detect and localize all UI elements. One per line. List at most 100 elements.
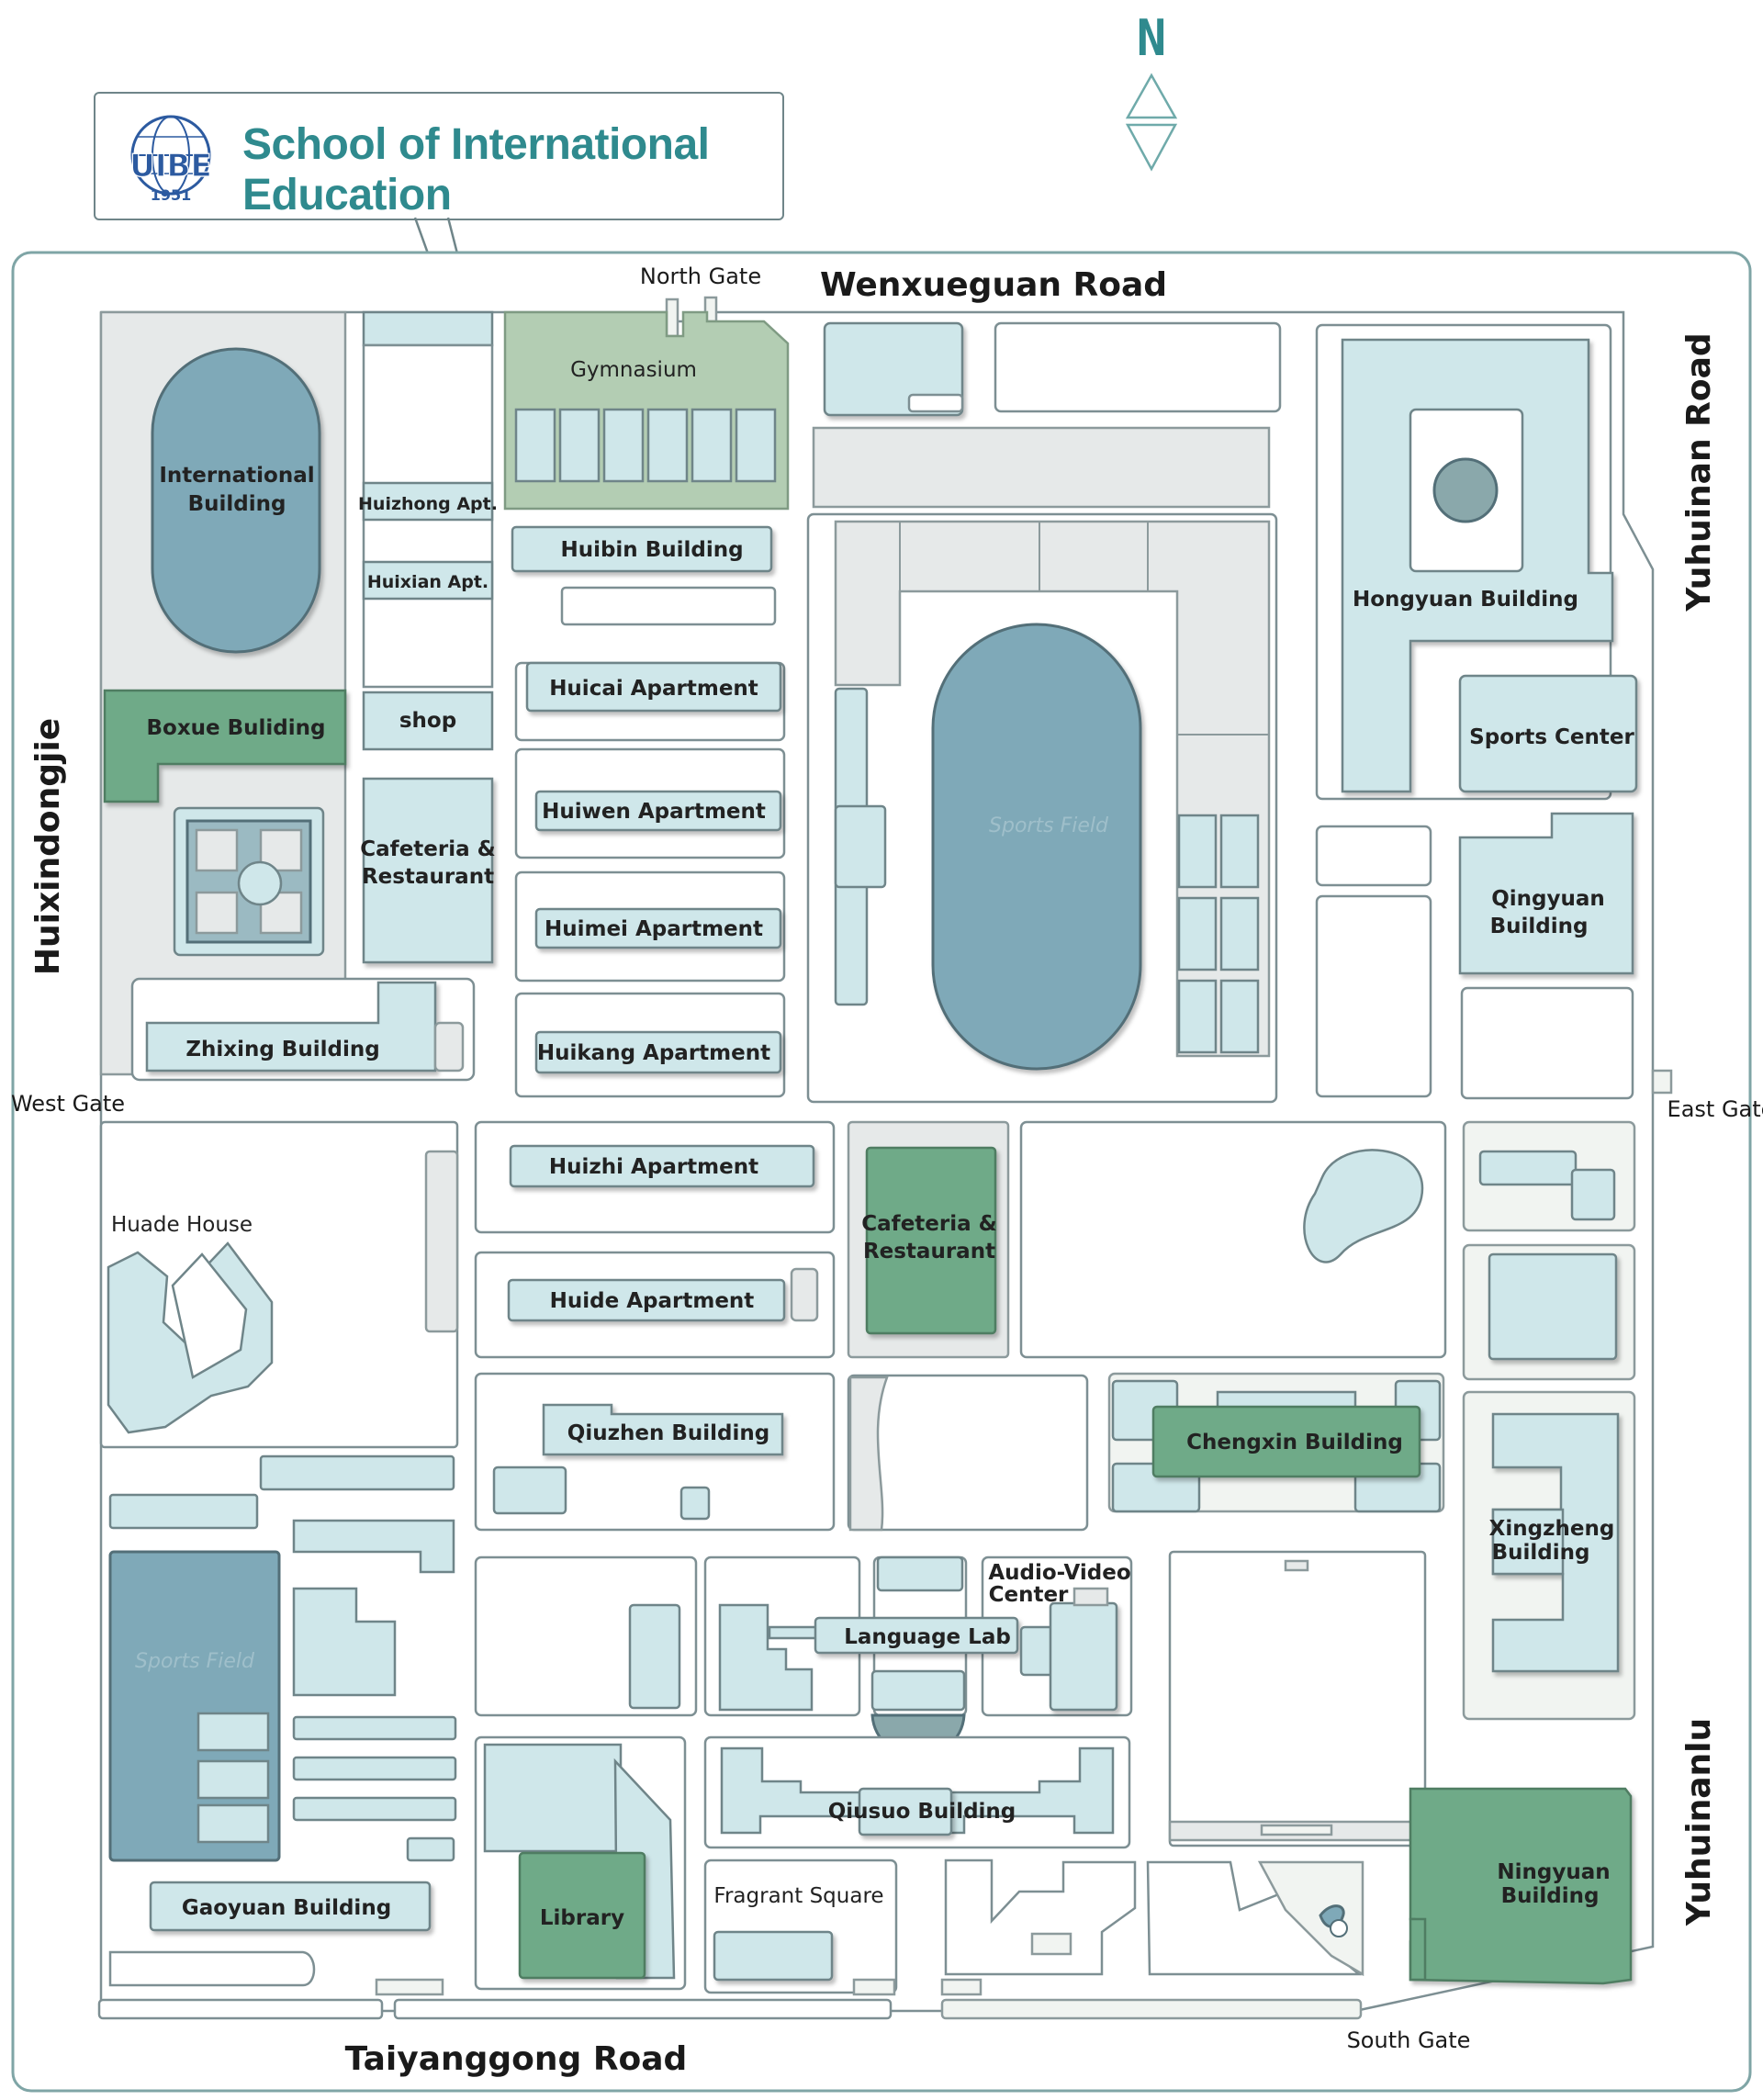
block-center-south	[847, 1374, 1089, 1532]
north-arrow-icon	[1125, 73, 1178, 119]
boxue-building[interactable]	[103, 689, 347, 803]
label-qingyuan-2: Building	[1490, 915, 1589, 938]
cafeteria-west[interactable]	[362, 777, 494, 964]
strip-building	[406, 1836, 455, 1862]
label-huizhi: Huizhi Apartment	[549, 1155, 758, 1179]
huide-annex	[790, 1267, 819, 1322]
label-international-2: Building	[188, 492, 286, 516]
label-huixian: Huixian Apt.	[367, 572, 488, 592]
court	[646, 408, 689, 483]
strip-building	[292, 1796, 457, 1822]
north-building[interactable]	[823, 321, 964, 417]
courtyard-rotunda	[237, 860, 283, 906]
south-garden	[944, 1859, 1364, 1977]
qingyuan-building[interactable]	[1458, 812, 1634, 975]
block-east	[1460, 986, 1634, 1100]
shop[interactable]	[362, 691, 494, 751]
label-huibin: Huibin Building	[560, 538, 743, 562]
east-building[interactable]	[1478, 1150, 1578, 1186]
label-library: Library	[540, 1906, 624, 1930]
gaoyuan-building[interactable]	[149, 1881, 432, 1932]
east-annex	[1570, 1168, 1616, 1221]
south-arrow-icon	[1125, 123, 1178, 172]
ningyuan-wing	[1409, 1917, 1427, 1982]
south-road-strip	[940, 1998, 1363, 2020]
chengxin-building[interactable]	[1151, 1405, 1421, 1478]
label-sports-center: Sports Center	[1469, 725, 1634, 749]
label-xingzheng-1: Xingzheng	[1489, 1517, 1615, 1541]
label-cafeteria-west-2: Restaurant	[362, 865, 494, 889]
huikang-apartment[interactable]	[534, 1030, 782, 1074]
cafeteria-center[interactable]	[865, 1146, 997, 1335]
title-callout: UIBE 1951 School of International Educat…	[94, 92, 784, 220]
south-road-strip	[393, 1998, 893, 2020]
label-huikang: Huikang Apartment	[537, 1041, 770, 1065]
library[interactable]	[518, 1851, 646, 1980]
huibin-annex	[560, 586, 777, 626]
north-block	[994, 321, 1282, 413]
xingzheng-center	[1491, 1508, 1565, 1576]
qiuzhen-annex	[679, 1486, 711, 1521]
label-international-1: International	[159, 464, 314, 488]
label-cafeteria-center-2: Restaurant	[863, 1240, 995, 1263]
south-strip	[108, 1950, 316, 1987]
north-building-annex	[907, 393, 964, 413]
huide-apartment[interactable]	[507, 1278, 786, 1322]
label-huiwen: Huiwen Apartment	[542, 800, 766, 824]
zhixing-annex	[433, 1021, 465, 1072]
audio-video-center[interactable]	[1049, 1601, 1118, 1712]
huade-courtyard	[171, 1252, 248, 1379]
huizhong-apt[interactable]	[362, 481, 494, 522]
court	[197, 1803, 270, 1844]
court	[735, 408, 777, 483]
stadium-courts	[1177, 814, 1260, 1054]
page-title: School of International Education	[242, 120, 710, 219]
label-ningyuan-2: Building	[1501, 1884, 1600, 1908]
label-ningyuan-1: Ningyuan	[1497, 1860, 1610, 1884]
block-large-field	[1168, 1550, 1427, 1847]
gate-south: South Gate	[1347, 2027, 1471, 2053]
zhixing-building[interactable]	[145, 981, 437, 1072]
huiwen-apartment[interactable]	[534, 790, 782, 832]
label-audio-video-1: Audio-Video	[988, 1561, 1130, 1585]
label-huimei: Huimei Apartment	[545, 917, 763, 941]
road-yuhuinanlu: Yuhuinanlu	[1680, 1718, 1718, 1926]
label-chengxin: Chengxin Building	[1186, 1431, 1403, 1454]
north-annex[interactable]	[362, 310, 494, 347]
label-hongyuan: Hongyuan Building	[1353, 588, 1578, 612]
south-road-strip	[97, 1998, 384, 2020]
fragrant-square-building[interactable]	[713, 1930, 834, 1982]
label-huicai: Huicai Apartment	[549, 677, 758, 701]
court	[197, 1712, 270, 1752]
gym-courts	[514, 408, 777, 483]
courtyard-wing	[195, 891, 239, 935]
label-field-southwest: Sports Field	[135, 1650, 255, 1673]
road-taiyanggong: Taiyanggong Road	[345, 2040, 688, 2078]
compass: N	[1125, 9, 1178, 172]
international-building[interactable]	[151, 347, 321, 654]
sports-center[interactable]	[1458, 674, 1638, 793]
strip-building	[292, 1587, 397, 1697]
block-ne-small	[1315, 825, 1432, 887]
svg-text:1951: 1951	[151, 186, 192, 204]
sports-field-central[interactable]	[931, 623, 1142, 1071]
qiusuo-building[interactable]	[858, 1787, 953, 1836]
huibin-building[interactable]	[511, 525, 773, 573]
south-gate-post	[852, 1978, 896, 1996]
language-lab[interactable]	[814, 1616, 1019, 1655]
gate-west: West Gate	[11, 1091, 125, 1117]
language-lab-south	[870, 1669, 966, 1712]
svg-text:UIBE: UIBE	[129, 148, 211, 185]
qiuzhen-building[interactable]	[542, 1403, 784, 1456]
huicai-apartment[interactable]	[525, 661, 782, 713]
compass-n-label: N	[1137, 9, 1167, 67]
path-strip	[848, 1376, 889, 1532]
label-zhixing: Zhixing Building	[185, 1038, 379, 1061]
label-fragrant-square: Fragrant Square	[713, 1884, 883, 1908]
huimei-apartment[interactable]	[534, 907, 782, 949]
north-strip	[812, 426, 1271, 509]
huizhi-apartment[interactable]	[509, 1144, 815, 1188]
east-square-building[interactable]	[1488, 1252, 1618, 1361]
huixian-apt[interactable]	[362, 560, 494, 601]
